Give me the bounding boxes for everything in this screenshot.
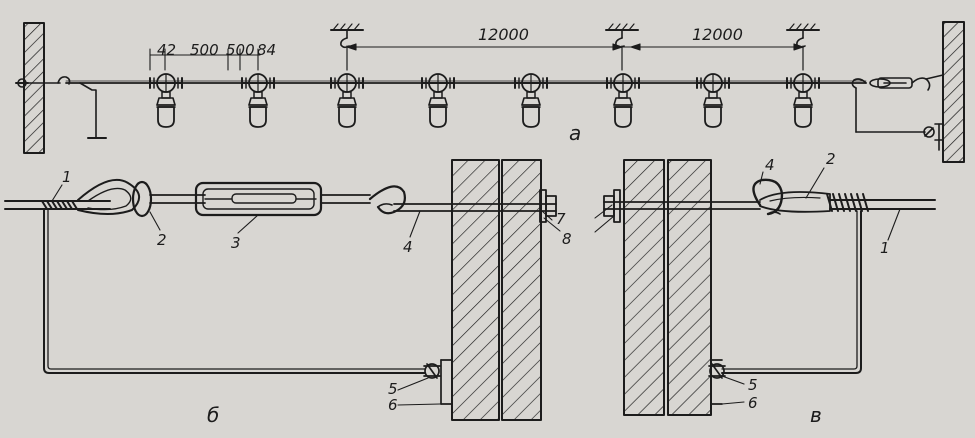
callout-leaders-v <box>594 167 901 405</box>
callout-1-v: 1 <box>880 239 890 257</box>
scheme-a <box>15 21 965 163</box>
callout-8-b: 8 <box>562 230 572 248</box>
dimension-500-left: 500 <box>190 41 219 59</box>
callout-4-v: 4 <box>765 156 775 174</box>
callout-2-v: 2 <box>826 150 836 168</box>
scheme-v <box>594 159 936 416</box>
luminaire-3 <box>330 73 364 128</box>
luminaire-7 <box>696 73 730 128</box>
dimension-span-2: 12000 <box>692 25 743 44</box>
callout-3-b: 3 <box>231 234 241 252</box>
callout-4-b: 4 <box>403 238 413 256</box>
callout-6-v: 6 <box>748 394 758 412</box>
right-wall <box>942 21 965 163</box>
callout-1-b: 1 <box>62 168 72 186</box>
ground-bolt-v <box>708 359 726 405</box>
ground-bolt-b <box>423 359 453 405</box>
panel-label-b: б <box>207 403 220 427</box>
wall-right-pier-1 <box>623 159 665 416</box>
panel-label-a: а <box>569 121 582 145</box>
wall-left-pier-1 <box>451 159 500 421</box>
scheme-b <box>4 159 561 421</box>
dimension-span-1: 12000 <box>478 25 529 44</box>
luminaire-1 <box>149 73 183 128</box>
wall-left-pier-2 <box>501 159 542 421</box>
dimension-84: 84 <box>257 41 277 59</box>
turnbuckle-small <box>851 74 944 133</box>
callout-6-b: 6 <box>388 396 398 414</box>
left-wall <box>23 22 45 154</box>
luminaire-6 <box>606 73 640 128</box>
wall-right-pier-2 <box>667 159 712 416</box>
ground-clamp-a <box>923 123 944 151</box>
callout-5-v: 5 <box>748 376 758 394</box>
callout-2-b: 2 <box>157 231 167 249</box>
panel-label-v: в <box>810 403 822 427</box>
luminaire-2 <box>241 73 275 128</box>
callout-leaders-b <box>51 184 561 406</box>
dimension-500-right: 500 <box>226 41 255 59</box>
callout-7-b: 7 <box>556 210 566 228</box>
dimension-lines <box>149 43 804 71</box>
ceiling-hanger-1 <box>330 23 364 71</box>
luminaire-5 <box>514 73 548 128</box>
luminaire-4 <box>421 73 455 128</box>
callout-5-b: 5 <box>388 380 398 398</box>
dimension-42: 42 <box>157 41 177 59</box>
luminaire-8 <box>786 73 820 128</box>
